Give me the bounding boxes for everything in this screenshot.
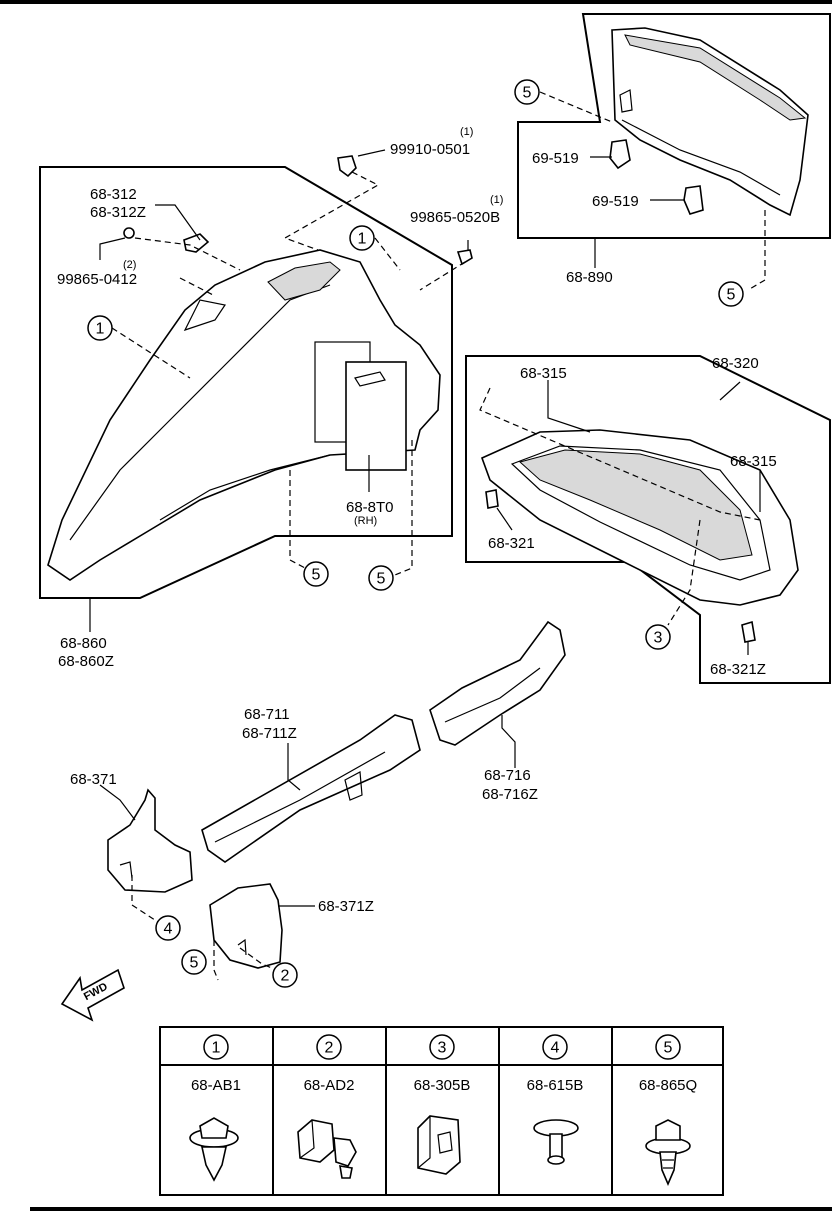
fastener-icon-5 [645, 1119, 691, 1187]
lower-trim-371z [209, 883, 283, 969]
bracket-68321z [741, 620, 756, 643]
ref-circle-5: 5 [718, 281, 744, 307]
ref-circle-5: 5 [181, 949, 207, 975]
fwd-arrow: FWD [60, 968, 125, 1022]
fastener-icon-2 [297, 1119, 357, 1179]
ref-circle-5: 5 [514, 79, 540, 105]
label-68-312z: 68-312Z [90, 204, 146, 221]
label-68-315-b: 68-315 [730, 453, 777, 470]
scuff-group [99, 620, 566, 981]
svg-text:5: 5 [312, 567, 321, 584]
svg-text:3: 3 [654, 630, 663, 647]
callout-labels: (1) 99910-0501 68-312 68-312Z (2) 99865-… [57, 126, 777, 915]
fastener-icon-4 [533, 1119, 579, 1165]
screw-99865-0520b [456, 249, 473, 266]
label-68-711: 68-711 [244, 706, 290, 723]
svg-text:5: 5 [523, 85, 532, 102]
label-68-860: 68-860 [60, 635, 107, 652]
label-68-320: 68-320 [712, 355, 759, 372]
scuff-plate-main [201, 714, 421, 863]
clip-69519-lower [683, 185, 704, 215]
clip-69519-upper [609, 139, 631, 170]
label-99865a-qty: (2) [123, 259, 136, 271]
label-68-890: 68-890 [566, 269, 613, 286]
legend-header-3: 3 [429, 1034, 455, 1060]
top-rule [0, 0, 832, 4]
label-68-860z: 68-860Z [58, 653, 114, 670]
reference-circles: 5 5 1 1 5 5 3 4 5 2 [87, 79, 744, 988]
ref-circle-5: 5 [303, 561, 329, 587]
label-99865-0520b: 99865-0520B [410, 209, 500, 226]
label-68-371z: 68-371Z [318, 898, 374, 915]
liftgate-trim-frame [517, 13, 831, 239]
label-99910-qty: (1) [460, 126, 473, 138]
label-68-321z: 68-321Z [710, 661, 766, 678]
shelf-frame [465, 355, 831, 684]
svg-text:4: 4 [551, 1040, 560, 1057]
svg-text:2: 2 [325, 1040, 334, 1057]
label-99865b-qty: (1) [490, 194, 503, 206]
fastener-legend-table: 1 2 3 4 5 68-AB1 68-AD2 68-305B 68-615B … [159, 1026, 724, 1196]
svg-text:5: 5 [377, 571, 386, 588]
bracket-68321 [485, 489, 499, 509]
legend-part-2: 68-AD2 [304, 1077, 355, 1094]
ref-circle-1: 1 [87, 315, 113, 341]
quarter-trim-group [39, 149, 473, 632]
scuff-plate-rear [429, 620, 566, 746]
screw-99865-0412 [123, 227, 135, 239]
liftgate-trim-panel [611, 27, 809, 217]
legend-part-3: 68-305B [414, 1077, 471, 1094]
ref-circle-2: 2 [272, 962, 298, 988]
label-68-8t0: 68-8T0 [346, 499, 394, 516]
bottom-rule [30, 1207, 832, 1211]
legend-header-2: 2 [316, 1034, 342, 1060]
svg-text:2: 2 [281, 968, 290, 985]
shelf-group [465, 355, 831, 684]
bracket-68312 [183, 233, 210, 253]
liftgate-trim-group [517, 13, 831, 291]
label-68-315-a: 68-315 [520, 365, 567, 382]
fastener-icon-1 [189, 1117, 239, 1182]
label-99910-0501: 99910-0501 [390, 141, 470, 158]
lower-trim-371 [107, 788, 193, 893]
svg-text:3: 3 [438, 1040, 447, 1057]
svg-text:5: 5 [190, 955, 199, 972]
legend-header-5: 5 [655, 1034, 681, 1060]
ref-circle-3: 3 [645, 624, 671, 650]
label-68-371: 68-371 [70, 771, 117, 788]
fastener-icon-3 [417, 1115, 461, 1175]
label-68-312: 68-312 [90, 186, 137, 203]
legend-header-4: 4 [542, 1034, 568, 1060]
svg-text:5: 5 [664, 1040, 673, 1057]
svg-text:1: 1 [212, 1040, 221, 1057]
label-68-716: 68-716 [484, 767, 531, 784]
label-68-711z: 68-711Z [242, 725, 297, 742]
quarter-trim-frame [39, 166, 453, 599]
ref-circle-1: 1 [349, 225, 375, 251]
ref-circle-5: 5 [368, 565, 394, 591]
svg-text:1: 1 [96, 321, 105, 338]
svg-text:5: 5 [727, 287, 736, 304]
quarter-trim-panel [47, 249, 441, 581]
label-68-8t0-side: (RH) [354, 515, 377, 527]
label-68-716z: 68-716Z [482, 786, 538, 803]
ref-circle-4: 4 [155, 915, 181, 941]
svg-text:4: 4 [164, 921, 173, 938]
legend-part-5: 68-865Q [639, 1077, 697, 1094]
label-69-519-upper: 69-519 [532, 150, 579, 167]
legend-part-1: 68-AB1 [191, 1077, 241, 1094]
label-69-519-lower: 69-519 [592, 193, 639, 210]
label-99865-0412: 99865-0412 [57, 271, 137, 288]
legend-part-4: 68-615B [527, 1077, 584, 1094]
label-68-321: 68-321 [488, 535, 535, 552]
svg-text:1: 1 [358, 231, 367, 248]
legend-header-1: 1 [203, 1034, 229, 1060]
